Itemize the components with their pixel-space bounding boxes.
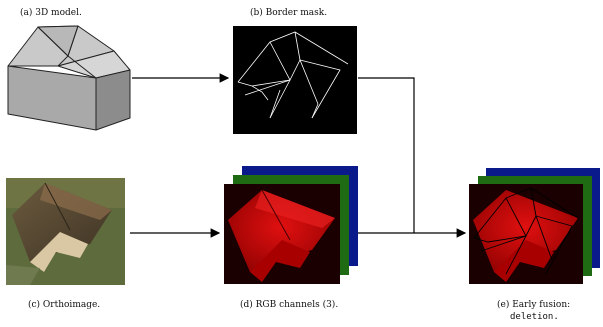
caption-early-fusion: (e) Early fusion:	[497, 300, 571, 310]
early-fusion-stack	[469, 168, 600, 284]
deleted-border-lines	[473, 187, 579, 275]
caption-rgb-channels: (d) RGB channels (3).	[240, 300, 339, 310]
caption-3d-model: (a) 3D model.	[20, 8, 82, 18]
3d-model-graphic	[7, 25, 131, 131]
arrow-mask-to-fusion	[358, 77, 415, 233]
orthoimage-graphic	[6, 178, 125, 285]
caption-border-mask: (b) Border mask.	[250, 8, 328, 18]
rgb-channels-stack	[224, 166, 358, 284]
border-mask-graphic	[233, 26, 357, 134]
caption-orthoimage: (c) Orthoimage.	[28, 300, 101, 310]
flow-arrows	[130, 73, 467, 238]
caption-early-fusion-method: deletion.	[510, 312, 559, 322]
